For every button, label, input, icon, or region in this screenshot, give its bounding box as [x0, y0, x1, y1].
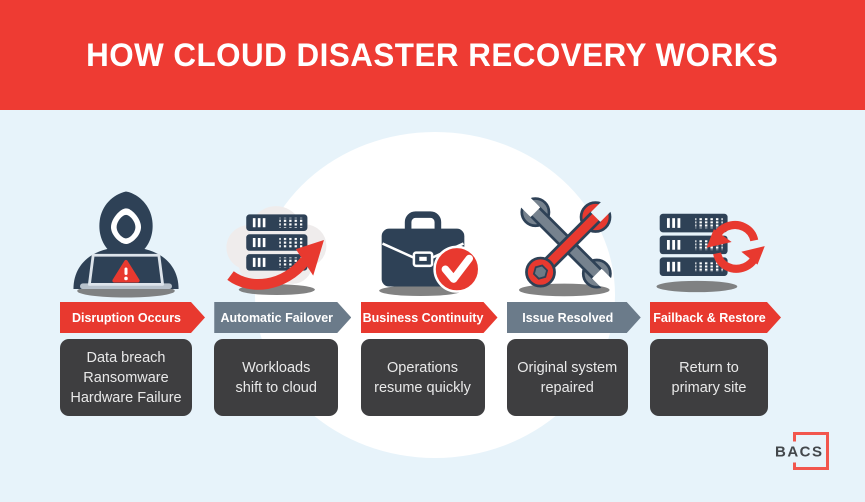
- step-label-arrow: Disruption Occurs: [60, 302, 205, 333]
- server-refresh-icon: [656, 213, 765, 293]
- header: HOW CLOUD DISASTER RECOVERY WORKS: [0, 0, 865, 110]
- description-line: shift to cloud: [235, 379, 317, 396]
- step-description-box: Original system repaired: [506, 339, 628, 416]
- briefcase-check-icon: [361, 184, 485, 299]
- step-label-arrow: Failback & Restore: [650, 302, 781, 333]
- hacker-disruption-icon: [60, 184, 192, 299]
- step-issue-resolved: Issue Resolved Original system repaired: [506, 184, 628, 416]
- description-line: Workloads: [242, 359, 311, 376]
- server-restore-icon: [650, 184, 768, 299]
- briefcase-icon: [378, 211, 480, 297]
- description-line: Operations: [387, 359, 458, 376]
- description-line: Return to: [679, 359, 739, 376]
- step-description-box: Workloads shift to cloud: [214, 339, 339, 416]
- step-description-box: Operations resume quickly: [360, 339, 485, 416]
- page-title: HOW CLOUD DISASTER RECOVERY WORKS: [86, 36, 779, 73]
- description-line: Ransomware: [83, 369, 169, 386]
- step-automatic-failover: Automatic Failover Workloads shift to cl…: [214, 184, 338, 416]
- description-line: resume quickly: [374, 379, 471, 396]
- step-description-box: Return to primary site: [650, 339, 768, 416]
- cloud-server-icon: [226, 206, 327, 296]
- description-line: primary site: [671, 379, 747, 396]
- description-line: repaired: [540, 379, 594, 396]
- step-label-arrow: Business Continuity: [361, 302, 498, 333]
- step-label-arrow: Issue Resolved: [507, 302, 641, 333]
- wrenches-icon: [519, 197, 613, 297]
- steps-row: Disruption Occurs Data breach Ransomware…: [60, 184, 768, 416]
- cloud-failover-icon: [214, 184, 338, 299]
- description-line: Original system: [517, 359, 618, 376]
- hacker-icon: [73, 191, 179, 298]
- step-label-arrow: Automatic Failover: [214, 302, 351, 333]
- step-disruption-occurs: Disruption Occurs Data breach Ransomware…: [60, 184, 192, 416]
- crossed-wrenches-icon: [507, 184, 628, 299]
- description-line: Data breach: [86, 349, 166, 366]
- step-failback-restore: Failback & Restore Return to primary sit…: [650, 184, 768, 416]
- description-line: Hardware Failure: [70, 389, 182, 406]
- step-business-continuity: Business Continuity Operations resume qu…: [360, 184, 485, 416]
- step-description-box: Data breach Ransomware Hardware Failure: [60, 339, 192, 416]
- bacs-logo: BACS: [775, 432, 829, 471]
- logo-text: BACS: [775, 441, 826, 462]
